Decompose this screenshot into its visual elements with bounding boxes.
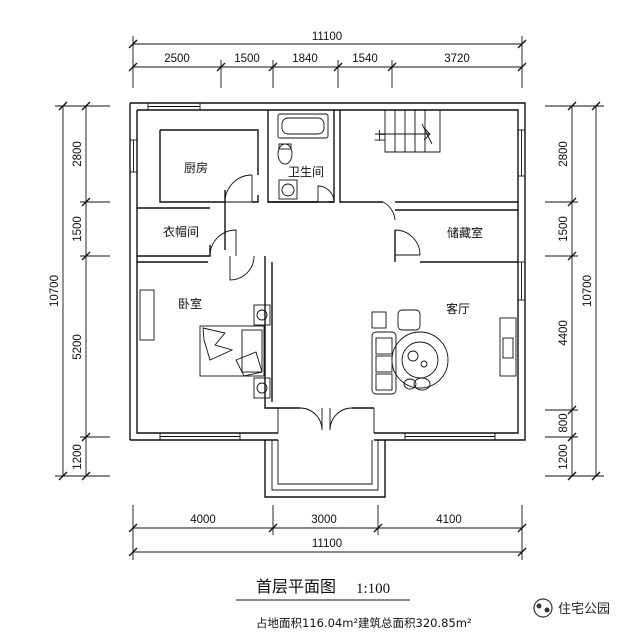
staircase: [375, 110, 441, 153]
top-dimension-lines: [128, 36, 527, 88]
bottom-segment-dimension: 4100: [436, 514, 462, 526]
top-segment-dimension: 1500: [234, 53, 260, 65]
top-segment-dimension: 2500: [164, 53, 190, 65]
bathroom-fixtures: [277, 113, 329, 200]
bottom-segment-dimension: 4000: [190, 514, 216, 526]
bedroom-furniture: [139, 289, 271, 399]
watermark: 住宅公园: [533, 598, 610, 618]
bottom-total-dimension: 11100: [312, 538, 342, 550]
left-dimension-lines: [55, 101, 110, 481]
stair-up-label: 上: [374, 129, 386, 143]
left-total-dimension: 10700: [49, 275, 61, 307]
door-swings: [209, 174, 421, 433]
top-segment-dimension: 1840: [292, 53, 318, 65]
right-segment-dimension: 800: [558, 413, 570, 432]
left-segment-dimension: 5200: [72, 334, 84, 360]
right-dimension-lines: [545, 101, 604, 481]
top-segment-dimension: 1540: [352, 53, 378, 65]
left-segment-dimension: 2800: [72, 141, 84, 167]
interior-walls: [137, 110, 518, 409]
exterior-walls: [129, 102, 526, 441]
area-note: 占地面积116.04m²建筑总面积320.85m²: [256, 616, 472, 630]
watermark-text: 住宅公园: [558, 602, 610, 617]
left-segment-dimension: 1500: [72, 216, 84, 242]
bedroom-label: 卧室: [178, 296, 202, 311]
bottom-dimension-lines: [128, 505, 527, 560]
right-total-dimension: 10700: [582, 275, 594, 307]
living-room-label: 客厅: [446, 301, 470, 316]
left-segment-dimension: 1200: [72, 444, 84, 470]
bathroom-label: 卫生间: [288, 165, 324, 179]
watermark-logo-icon: [533, 598, 553, 618]
right-segment-dimension: 2800: [558, 141, 570, 167]
top-total-dimension: 11100: [312, 31, 342, 43]
cloakroom-label: 衣帽间: [163, 224, 199, 239]
right-segment-dimension: 1500: [558, 216, 570, 242]
plan-scale: 1:100: [356, 581, 390, 597]
bottom-segment-dimension: 3000: [311, 514, 337, 526]
storage-label: 储藏室: [447, 225, 483, 240]
plan-title: 首层平面图: [256, 577, 336, 596]
right-segment-dimension: 1200: [558, 444, 570, 470]
kitchen-label: 厨房: [184, 160, 208, 175]
living-room-furniture: [371, 309, 517, 395]
entrance-porch: [264, 440, 386, 498]
top-segment-dimension: 3720: [444, 53, 470, 65]
right-segment-dimension: 4400: [558, 320, 570, 346]
